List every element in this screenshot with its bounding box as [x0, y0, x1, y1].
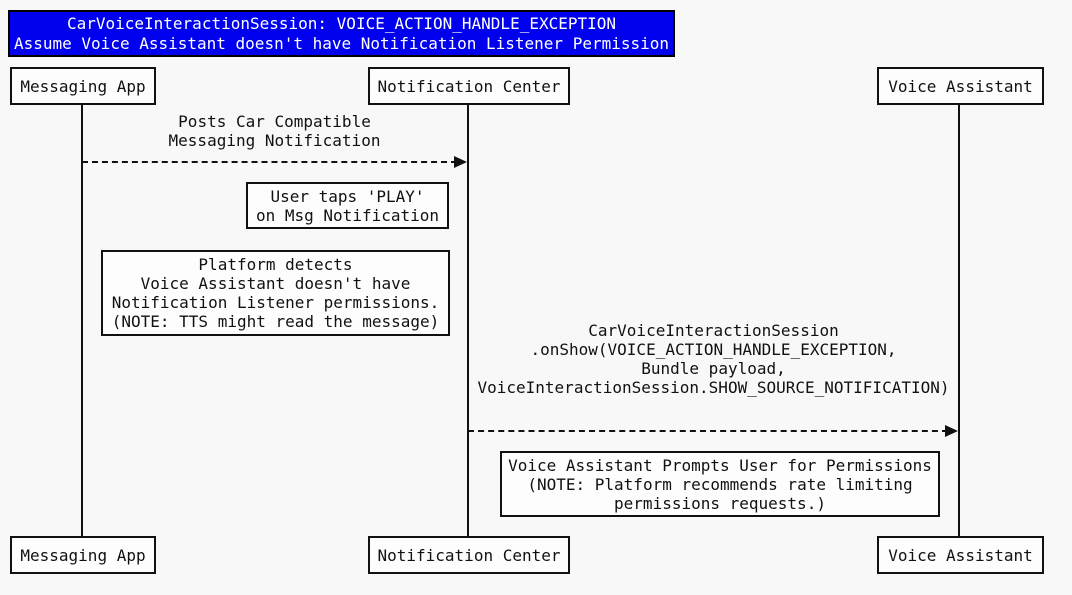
dashed-arrow-shaft: [468, 430, 948, 432]
actor-voice-assistant-top: Voice Assistant: [877, 67, 1044, 105]
note-user-taps-play: User taps 'PLAY' on Msg Notification: [246, 182, 449, 229]
diagram-title-line1: CarVoiceInteractionSession: VOICE_ACTION…: [66, 13, 617, 33]
actor-label: Notification Center: [377, 545, 561, 565]
lifeline-notification-center: [467, 105, 469, 536]
message-posts-notification-arrow: [82, 156, 467, 168]
actor-label: Notification Center: [377, 76, 561, 96]
actor-notification-center-top: Notification Center: [368, 67, 570, 105]
actor-label: Voice Assistant: [888, 76, 1033, 96]
lifeline-voice-assistant: [958, 105, 960, 536]
actor-label: Messaging App: [20, 76, 146, 96]
lifeline-messaging-app: [81, 105, 83, 536]
actor-voice-assistant-bottom: Voice Assistant: [877, 536, 1044, 574]
actor-label: Messaging App: [20, 545, 146, 565]
message-posts-notification-label: Posts Car Compatible Messaging Notificat…: [168, 112, 381, 150]
diagram-title: CarVoiceInteractionSession: VOICE_ACTION…: [8, 10, 675, 57]
arrowhead-right-icon: [945, 425, 958, 437]
actor-notification-center-bottom: Notification Center: [368, 536, 570, 574]
note-voice-assistant-prompts: Voice Assistant Prompts User for Permiss…: [500, 451, 940, 517]
arrowhead-right-icon: [454, 156, 467, 168]
note-platform-detects: Platform detects Voice Assistant doesn't…: [101, 250, 450, 336]
dashed-arrow-shaft: [82, 161, 457, 163]
diagram-title-line2: Assume Voice Assistant doesn't have Noti…: [13, 33, 670, 53]
message-onshow-arrow: [468, 425, 958, 437]
message-onshow-label: CarVoiceInteractionSession .onShow(VOICE…: [477, 321, 950, 397]
actor-label: Voice Assistant: [888, 545, 1033, 565]
actor-messaging-app-top: Messaging App: [10, 67, 156, 105]
actor-messaging-app-bottom: Messaging App: [10, 536, 156, 574]
